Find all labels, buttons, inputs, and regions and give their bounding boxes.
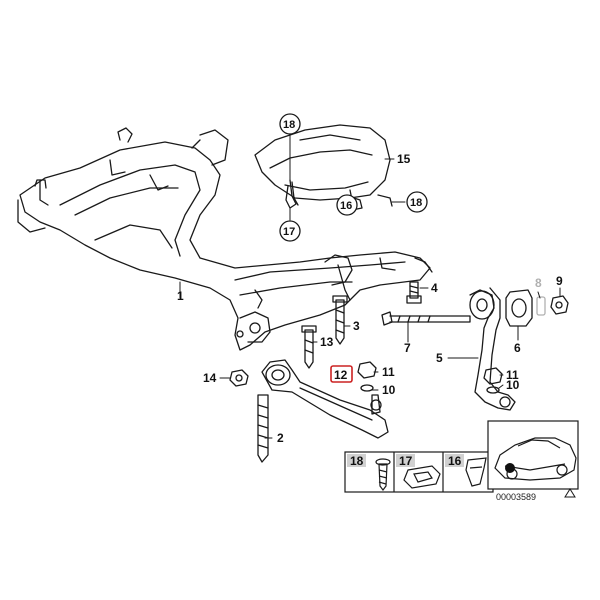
nut-washer-strut [483, 367, 503, 394]
leader-lines [179, 134, 561, 439]
callout-10-arm: 10 [382, 383, 396, 397]
callout-5: 5 [436, 351, 443, 365]
heat-shield [254, 124, 391, 209]
tension-strut [469, 287, 516, 411]
diagram-code: 00003589 [496, 492, 536, 502]
callout-1: 1 [177, 289, 184, 303]
location-marker [505, 463, 515, 473]
inset-clip-17 [403, 465, 441, 489]
inset-rivet-16 [465, 457, 487, 487]
callout-3: 3 [353, 319, 360, 333]
bolt-7 [381, 311, 471, 326]
callout-18-top: 18 [283, 119, 295, 131]
car-silhouette [494, 437, 577, 481]
callout-8: 8 [535, 276, 542, 290]
callout-11-arm: 11 [382, 365, 395, 379]
clip-18 [377, 194, 393, 207]
circled-callouts: 18 17 16 18 [279, 113, 428, 242]
bolt-3 [332, 295, 348, 345]
bolt-2 [257, 394, 269, 463]
callout-9: 9 [556, 274, 563, 288]
bolt-13 [301, 325, 317, 369]
callout-2: 2 [277, 431, 284, 445]
axle-carrier [17, 127, 433, 351]
callout-17: 17 [283, 226, 295, 238]
callout-6: 6 [514, 341, 521, 355]
inset-label-18: 18 [350, 454, 364, 468]
inset-screw-18 [375, 458, 391, 491]
callout-7: 7 [404, 341, 411, 355]
inset-label-17: 17 [399, 454, 413, 468]
control-arm [261, 359, 389, 439]
callout-14: 14 [203, 371, 217, 385]
inset-label-16: 16 [448, 454, 462, 468]
callout-12-highlight-box [330, 365, 353, 383]
callout-12: 12 [334, 368, 348, 382]
nut-washer-arm [357, 361, 377, 392]
callout-10-strut: 10 [506, 378, 520, 392]
nut-14 [229, 369, 249, 387]
callout-4: 4 [431, 281, 438, 295]
warning-triangle-icon [564, 488, 576, 498]
inset-panel [344, 420, 579, 493]
callout-15: 15 [397, 152, 411, 166]
clip-17 [285, 179, 297, 209]
bolt-4 [406, 281, 422, 304]
bushing-set [505, 289, 569, 327]
callout-11-strut: 11 [506, 368, 519, 382]
callout-18-right: 18 [410, 197, 422, 209]
callout-13: 13 [320, 335, 334, 349]
callout-16: 16 [340, 200, 352, 212]
